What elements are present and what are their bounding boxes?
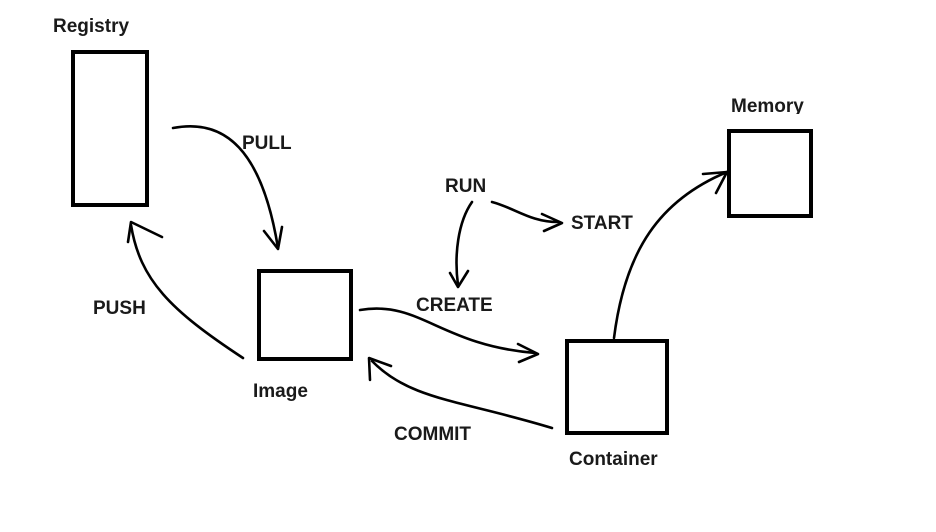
image-label: Image [253, 381, 308, 402]
push-label: PUSH [93, 298, 146, 319]
memory-label: Memory [731, 97, 804, 114]
registry-label: Registry [53, 16, 130, 37]
pull-arrow [171, 124, 284, 251]
push-arrow [126, 220, 245, 360]
container-label: Container [569, 449, 658, 470]
run-label: RUN [445, 176, 487, 197]
run-to-start-arrow [490, 200, 564, 233]
create-arrow [358, 307, 540, 364]
start-label: START [571, 213, 633, 234]
image-box [257, 269, 353, 361]
memory-box [727, 129, 813, 218]
container-box [565, 339, 669, 435]
run-to-create-arrow [448, 200, 474, 289]
registry-box [71, 50, 149, 207]
commit-label: COMMIT [394, 424, 472, 445]
container-to-memory-arrow [612, 170, 729, 340]
commit-arrow [367, 356, 554, 430]
pull-label: PULL [242, 133, 292, 154]
create-label: CREATE [416, 295, 493, 316]
